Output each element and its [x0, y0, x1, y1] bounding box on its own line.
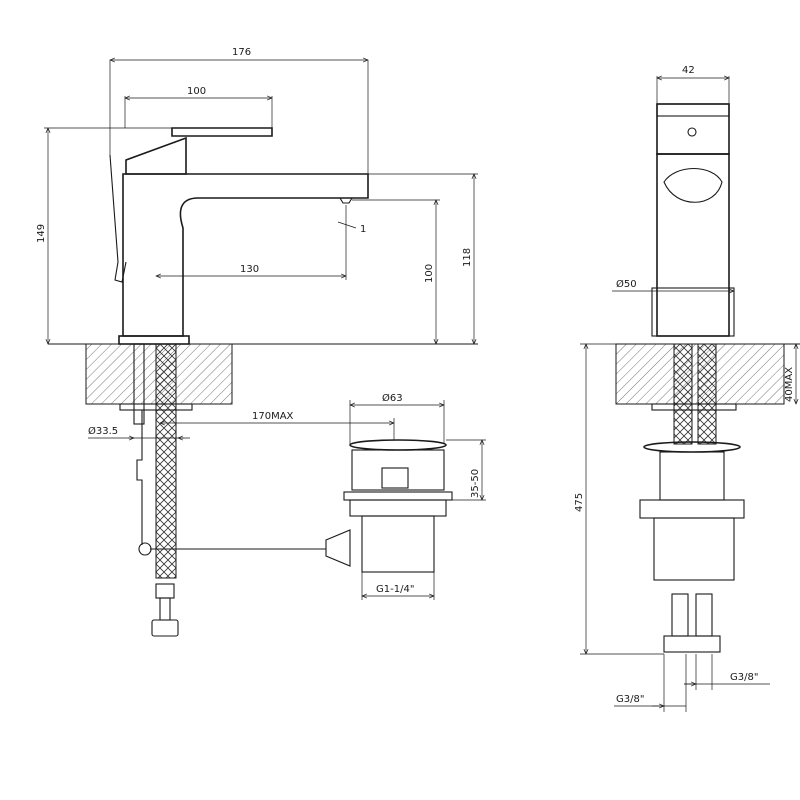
side-hose-right — [697, 343, 717, 445]
waste-nut — [349, 499, 447, 517]
popup-rod — [109, 154, 127, 283]
side-handle — [656, 103, 730, 155]
side-waste-body — [659, 451, 725, 501]
waste-overflow — [381, 467, 409, 489]
side-fitting-left — [671, 593, 689, 637]
pivot-joint — [138, 542, 152, 556]
waste-tail — [361, 515, 435, 573]
mounting-nut — [119, 403, 193, 411]
dim-waste-thread: G1-1/4" — [376, 584, 414, 595]
aerator-mark: 1 — [360, 224, 366, 235]
faucet-body — [122, 173, 369, 337]
hose-fitting — [155, 583, 175, 599]
dim-149: 149 — [36, 224, 47, 243]
aerator-angle — [337, 205, 357, 229]
handle-lever — [171, 127, 273, 137]
dim-side-thread-right: G3/8" — [730, 672, 758, 683]
handle-base — [125, 136, 187, 175]
side-waste-nut — [639, 499, 745, 519]
waste-pivot — [325, 529, 351, 567]
waste-body — [351, 449, 445, 491]
dim-170max: 170MAX — [252, 411, 294, 422]
hose-ferrule — [159, 597, 171, 621]
dim-side-width: 42 — [682, 65, 695, 76]
side-fitting-nut — [663, 635, 721, 653]
dim-side-deck: 40MAX — [784, 367, 795, 402]
waste-collar — [343, 491, 453, 501]
dim-side-thread-left: G3/8" — [616, 694, 644, 705]
side-hose-left — [673, 343, 693, 445]
side-mount-nut — [651, 403, 737, 411]
dim-130: 130 — [240, 264, 259, 275]
side-fitting-right — [695, 593, 713, 637]
popup-tube — [133, 343, 145, 425]
dim-100-handle: 100 — [187, 86, 206, 97]
dim-side-total-height: 475 — [574, 493, 585, 512]
hose-nut — [151, 619, 179, 637]
dim-waste-height: 35-50 — [470, 469, 481, 498]
dim-side-base-diameter: Ø50 — [616, 278, 637, 290]
side-body — [656, 153, 730, 337]
aerator — [339, 197, 353, 204]
dim-hole-diameter: Ø33.5 — [88, 425, 118, 437]
side-base — [651, 287, 735, 337]
base-plate — [118, 335, 190, 345]
waste-view: Ø63 35-50 G1-1/4" — [325, 392, 486, 600]
popup-link — [136, 410, 143, 545]
side-spout-opening — [663, 168, 723, 203]
side-view: 42 Ø50 40MAX 475 G3/8" G3/8" — [574, 65, 800, 712]
dim-118: 118 — [462, 248, 473, 267]
side-handle-top — [656, 103, 730, 117]
front-view: 176 100 149 130 100 118 1 — [36, 47, 478, 637]
side-handle-screw — [687, 127, 697, 137]
waste-flange — [349, 439, 447, 451]
flex-hose — [155, 343, 177, 579]
side-waste-tail — [653, 517, 735, 581]
dim-waste-diameter: Ø63 — [382, 392, 403, 404]
dim-100-spout: 100 — [424, 264, 435, 283]
dim-176: 176 — [232, 47, 251, 58]
